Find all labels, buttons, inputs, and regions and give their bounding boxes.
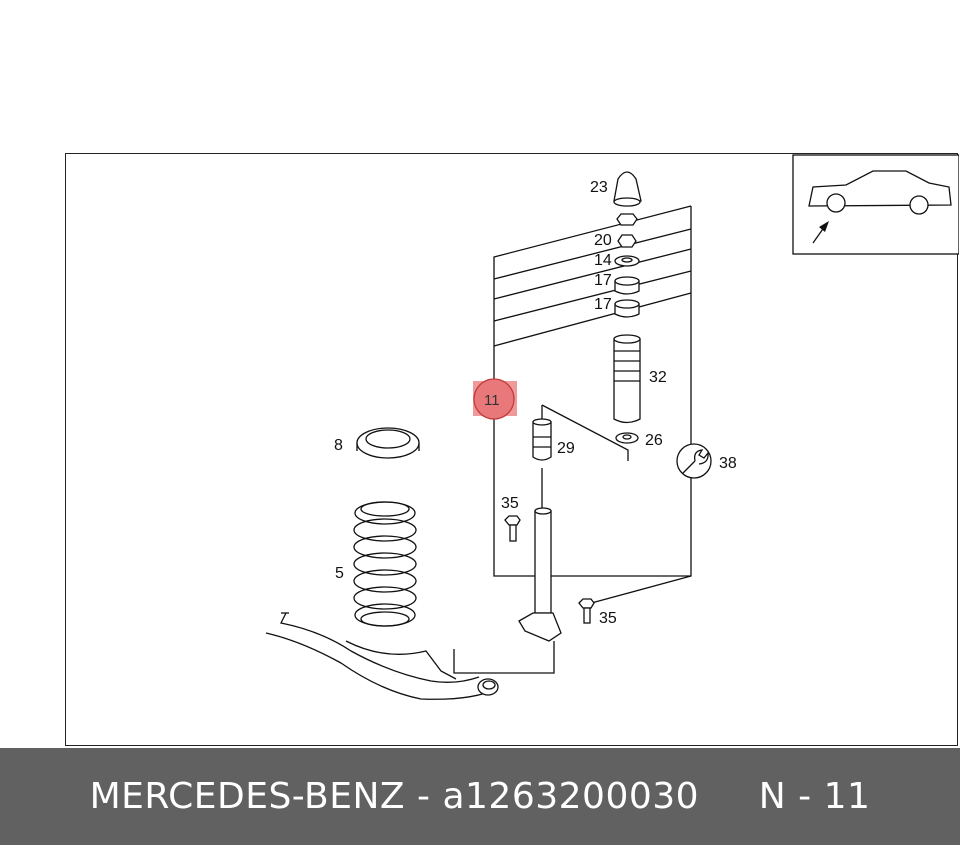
diagram-position: N - 11 bbox=[758, 776, 871, 817]
label-part-38: 38 bbox=[719, 455, 737, 472]
part-26-washer bbox=[615, 432, 639, 444]
part-14-washer bbox=[614, 255, 640, 267]
footer-caption: MERCEDES-BENZ - a1263200030 N - 11 bbox=[90, 776, 871, 817]
part-17-bushing-lower bbox=[614, 299, 640, 318]
part-23-cap bbox=[613, 171, 642, 207]
label-part-29: 29 bbox=[557, 440, 575, 457]
shock-absorber bbox=[518, 468, 562, 642]
lower-control-arm bbox=[265, 612, 499, 700]
label-part-17-upper: 17 bbox=[594, 272, 612, 289]
label-part-35-lower: 35 bbox=[599, 610, 617, 627]
label-part-26: 26 bbox=[645, 432, 663, 449]
label-part-5: 5 bbox=[335, 565, 344, 582]
part-11-highlight[interactable] bbox=[473, 378, 517, 420]
label-part-35-upper: 35 bbox=[501, 495, 519, 512]
footer-bar: MERCEDES-BENZ - a1263200030 N - 11 bbox=[0, 748, 960, 845]
part-number: a1263200030 bbox=[442, 776, 700, 817]
label-part-20: 20 bbox=[594, 232, 612, 249]
part-35-bolt-lower bbox=[578, 598, 595, 624]
separator: - bbox=[405, 776, 443, 817]
label-part-14: 14 bbox=[594, 252, 612, 269]
part-32-dust-boot bbox=[613, 334, 641, 424]
car-locator-inset bbox=[792, 154, 959, 255]
part-38-wrench-icon bbox=[676, 443, 712, 479]
spacer bbox=[699, 776, 759, 817]
part-29-bump-stop bbox=[532, 418, 552, 461]
label-part-17-lower: 17 bbox=[594, 296, 612, 313]
label-part-32: 32 bbox=[649, 369, 667, 386]
part-35-bolt-upper bbox=[504, 515, 521, 542]
label-part-23: 23 bbox=[590, 179, 608, 196]
part-5-coil-spring bbox=[353, 501, 417, 627]
label-part-8: 8 bbox=[334, 437, 343, 454]
part-17-bushing-upper bbox=[614, 276, 640, 295]
label-part-11: 11 bbox=[484, 392, 500, 409]
parts-diagram: 23 20 14 17 17 32 11 29 26 38 8 35 5 35 bbox=[265, 154, 959, 700]
part-8-spring-seat bbox=[356, 427, 420, 459]
parts-diagram-frame: 23 20 14 17 17 32 11 29 26 38 8 35 5 35 bbox=[65, 153, 959, 746]
part-20-nut bbox=[616, 213, 638, 248]
brand-name: MERCEDES-BENZ bbox=[89, 776, 406, 817]
